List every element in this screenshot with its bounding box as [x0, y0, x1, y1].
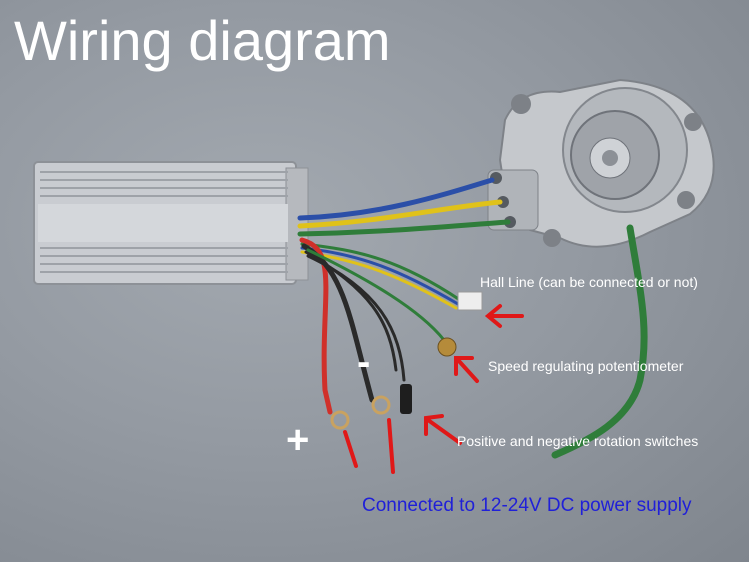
red-arrows: [343, 304, 524, 474]
page-title: Wiring diagram: [14, 9, 391, 72]
plus-label: +: [286, 418, 310, 462]
potentiometer-knob: [437, 337, 457, 357]
switch-plug: [400, 384, 412, 414]
rotation-switch-label: Positive and negative rotation switches: [457, 433, 699, 449]
negative-terminal: [371, 395, 391, 415]
wires: [297, 177, 648, 459]
hall-line-label: Hall Line (can be connected or not): [480, 274, 698, 290]
power-supply-label: Connected to 12-24V DC power supply: [362, 495, 692, 516]
motor: [487, 78, 715, 248]
controller-box: [33, 161, 309, 285]
speed-pot-label: Speed regulating potentiometer: [488, 358, 684, 374]
minus-label: -: [357, 340, 371, 384]
positive-terminal: [330, 410, 350, 430]
hall-connector: [457, 291, 483, 311]
